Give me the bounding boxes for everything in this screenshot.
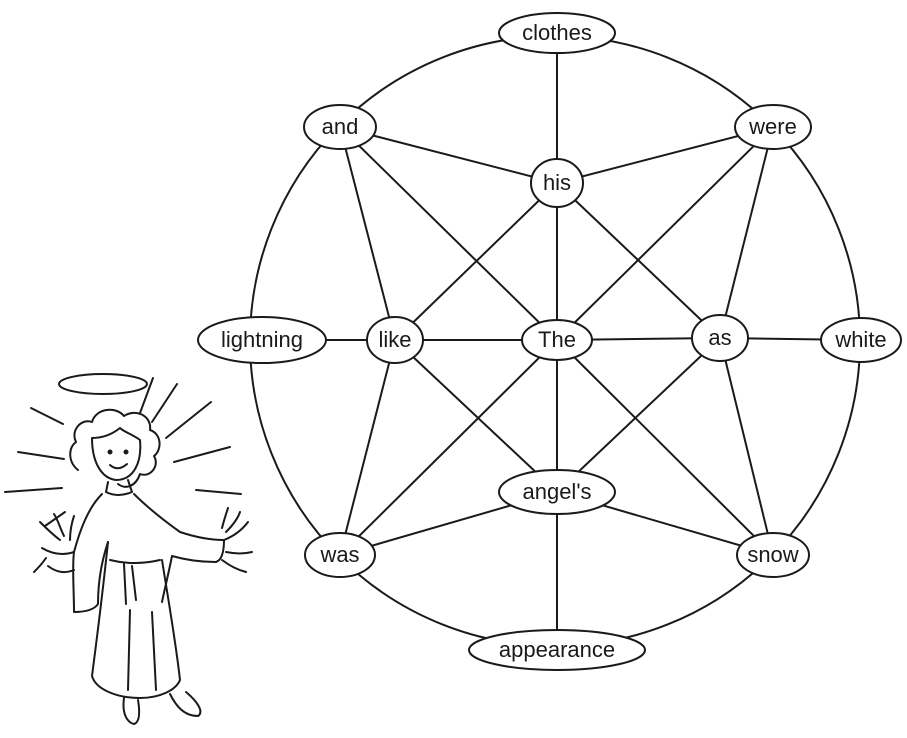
left-sleeve <box>72 493 109 613</box>
robe <box>91 541 181 699</box>
word-label: The <box>538 327 576 352</box>
word-label: was <box>319 542 359 567</box>
word-label: clothes <box>522 20 592 45</box>
left-hand <box>33 513 75 574</box>
connection-and-like <box>339 126 396 341</box>
angel-illustration-icon <box>4 373 253 725</box>
connection-the-snow <box>556 339 774 556</box>
word-node-angels: angel's <box>498 469 616 515</box>
connection-his-as <box>556 182 721 339</box>
halo-icon <box>58 373 148 395</box>
word-node-the: The <box>521 319 593 361</box>
word-oval <box>734 104 812 150</box>
connection-the-was <box>339 339 558 556</box>
connection-like-was <box>339 339 396 556</box>
word-oval <box>498 469 616 515</box>
word-node-snow: snow <box>736 532 810 578</box>
word-node-lightning: lightning <box>197 316 327 364</box>
word-oval <box>366 316 424 364</box>
word-node-white: white <box>820 317 902 363</box>
connection-his-were <box>556 126 774 184</box>
word-label: his <box>543 170 571 195</box>
word-oval <box>197 316 327 364</box>
word-label: lightning <box>221 327 303 352</box>
word-label: snow <box>747 542 798 567</box>
word-node-like: like <box>366 316 424 364</box>
word-label: appearance <box>499 637 615 662</box>
word-oval <box>498 12 616 54</box>
radiance-lines <box>4 377 242 527</box>
word-oval <box>820 317 902 363</box>
connection-his-like <box>394 182 558 341</box>
right-sleeve <box>133 493 225 603</box>
word-oval <box>691 314 749 362</box>
connection-and-the <box>339 126 558 341</box>
connection-as-angels <box>556 337 721 493</box>
word-node-appearance: appearance <box>468 629 646 671</box>
word-label: were <box>748 114 797 139</box>
connection-and-his <box>339 126 558 184</box>
word-nodes: The clothes and were his lightning like as white… <box>197 12 902 671</box>
word-label: white <box>834 327 886 352</box>
word-label: angel's <box>522 479 591 504</box>
word-label: and <box>322 114 359 139</box>
word-node-were: were <box>734 104 812 150</box>
connection-were-the <box>556 126 774 341</box>
word-oval <box>304 532 376 578</box>
hair <box>69 408 161 488</box>
face <box>91 427 142 481</box>
word-node-and: and <box>303 104 377 150</box>
word-label: as <box>708 325 731 350</box>
word-oval <box>303 104 377 150</box>
feet <box>122 691 202 725</box>
word-oval <box>521 319 593 361</box>
word-node-clothes: clothes <box>498 12 616 54</box>
word-oval <box>468 629 646 671</box>
word-node-was: was <box>304 532 376 578</box>
connection-as-snow <box>719 337 774 556</box>
word-node-as: as <box>691 314 749 362</box>
word-oval <box>736 532 810 578</box>
right-hand <box>221 507 253 573</box>
word-node-his: his <box>530 158 584 208</box>
connection-were-as <box>719 126 774 339</box>
word-oval <box>530 158 584 208</box>
connection-like-angels <box>394 339 558 493</box>
word-label: like <box>378 327 411 352</box>
